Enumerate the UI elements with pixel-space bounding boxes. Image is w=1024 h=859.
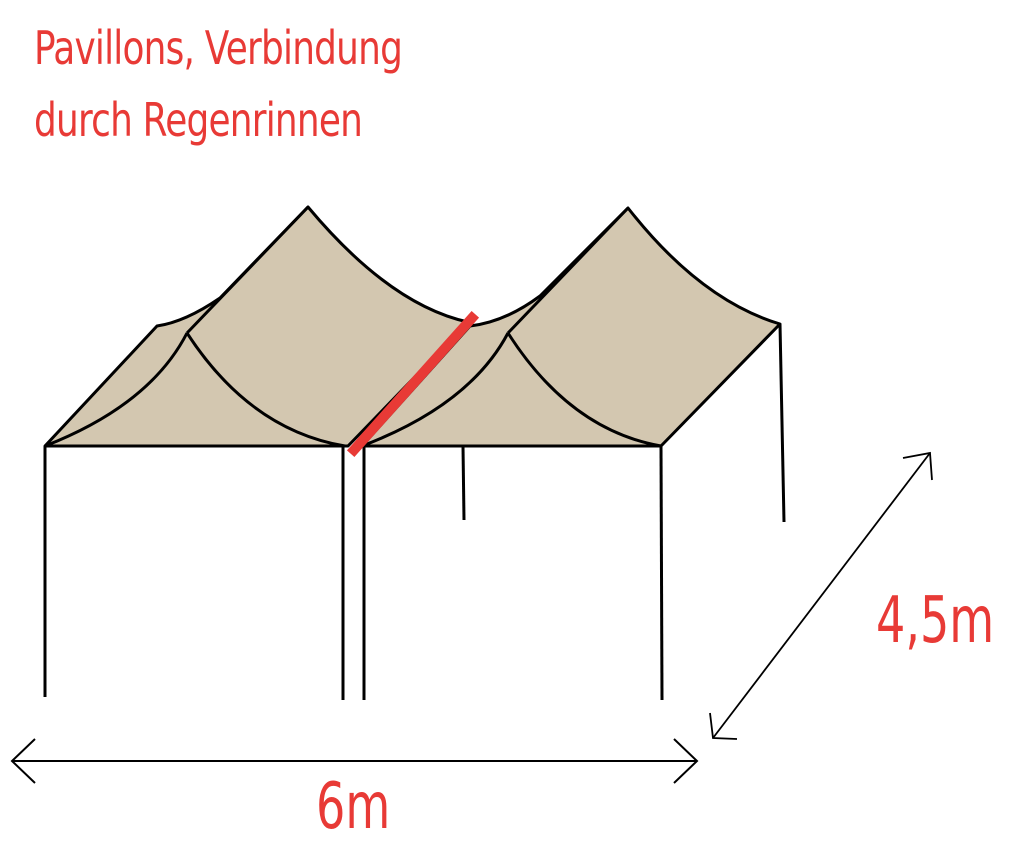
- width-label: 6m: [316, 770, 391, 844]
- depth-label: 4,5m: [876, 584, 995, 658]
- title-line-1: Pavillons, Verbindung: [34, 21, 403, 75]
- title-line-2: durch Regenrinnen: [34, 93, 363, 147]
- diagram-title: Pavillons, Verbindung durch Regenrinnen: [34, 12, 403, 156]
- right-pavilion: [360, 206, 786, 701]
- rain-gutter: [346, 310, 480, 458]
- depth-dimension-arrow: [709, 451, 933, 740]
- left-pavilion: [43, 205, 470, 700]
- width-dimension-arrow: [10, 738, 699, 784]
